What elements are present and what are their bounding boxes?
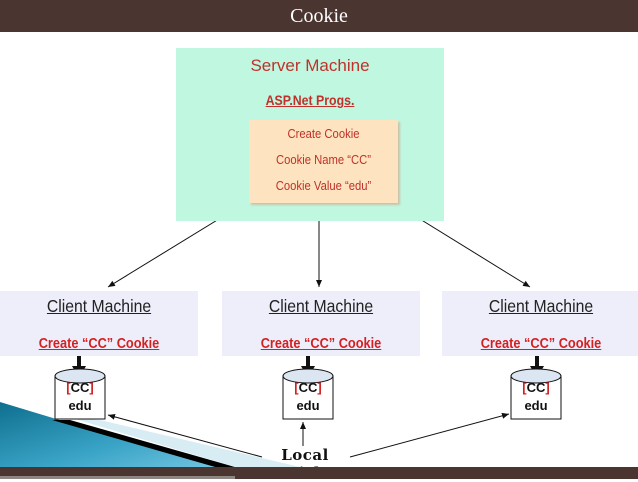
footer-highlight	[0, 476, 235, 479]
cookie-line-name: Cookie Name “CC”	[275, 153, 372, 167]
disk-cookie-name: [CC]	[294, 380, 322, 395]
disk-cylinder-right: [CC] edu	[510, 368, 562, 420]
create-cookie-box: Create Cookie Cookie Name “CC” Cookie Va…	[249, 120, 398, 203]
client-machine-right: Client Machine Create “CC” Cookie	[442, 291, 638, 356]
arrow-localdisk-to-disk-right	[349, 412, 510, 458]
disk-cookie-name: [CC]	[522, 380, 550, 395]
cookie-line-value: Cookie Value “edu”	[275, 179, 372, 193]
server-title: Server Machine	[250, 56, 370, 75]
server-subtitle: ASP.Net Progs.	[265, 92, 355, 108]
decorative-swoosh	[0, 402, 300, 467]
arrow-localdisk-to-disk-left	[107, 413, 263, 458]
client-action: Create “CC” Cookie	[480, 336, 602, 352]
cylinder-icon	[282, 368, 334, 420]
client-machine-left: Client Machine Create “CC” Cookie	[0, 291, 198, 356]
cylinder-icon	[54, 368, 106, 420]
client-title: Client Machine	[488, 296, 594, 316]
server-machine-box: Server Machine ASP.Net Progs. Create Coo…	[176, 48, 444, 221]
disk-cookie-value: edu	[296, 398, 320, 413]
disk-cylinder-center: [CC] edu	[282, 368, 334, 420]
client-title: Client Machine	[46, 296, 152, 316]
disk-cookie-value: edu	[524, 398, 548, 413]
slide-title: Cookie	[0, 0, 638, 32]
client-action: Create “CC” Cookie	[38, 336, 160, 352]
cookie-line-create: Create Cookie	[287, 127, 360, 141]
client-machine-center: Client Machine Create “CC” Cookie	[222, 291, 420, 356]
disk-cylinder-left: [CC] edu	[54, 368, 106, 420]
client-action: Create “CC” Cookie	[260, 336, 382, 352]
cylinder-icon	[510, 368, 562, 420]
disk-cookie-name: [CC]	[66, 380, 94, 395]
client-title: Client Machine	[268, 296, 374, 316]
disk-cookie-value: edu	[68, 398, 92, 413]
